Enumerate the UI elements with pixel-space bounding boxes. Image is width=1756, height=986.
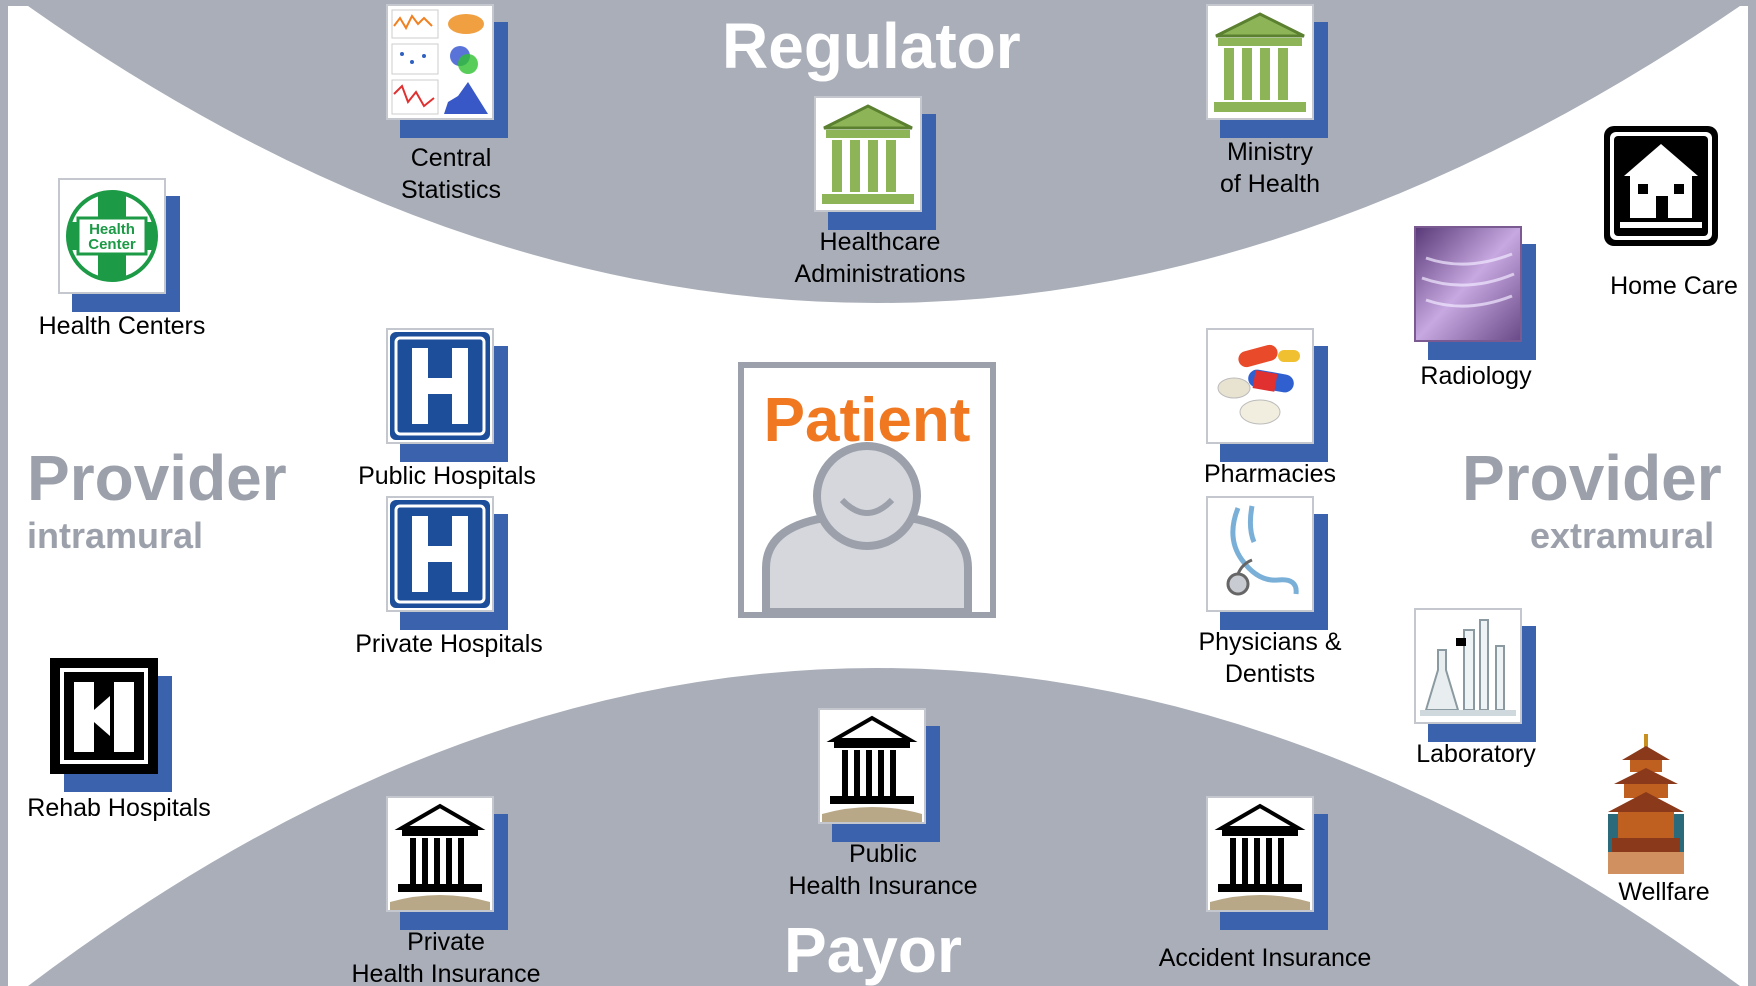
- radiology-label: Radiology: [1420, 362, 1532, 390]
- public-hospitals-label: Public Hospitals: [358, 462, 536, 490]
- charts-icon: [391, 9, 488, 115]
- private-hospitals-tile: [386, 496, 508, 630]
- hospital-sign-icon: [390, 332, 490, 440]
- health-centers-label: Health Centers: [38, 312, 206, 340]
- health-center-badge-icon: Health Center: [66, 190, 158, 282]
- private-hospitals-label: Private Hospitals: [355, 630, 543, 658]
- provider-extramural-subtitle: extramural: [1530, 515, 1715, 556]
- public-hospitals-tile: [386, 328, 508, 462]
- provider-intramural-title: Provider: [27, 442, 287, 514]
- badge-text-line2: Center: [88, 236, 136, 253]
- provider-intramural-subtitle: intramural: [27, 515, 204, 556]
- physicians-dentists-tile: [1206, 496, 1328, 630]
- green-building-icon: [1214, 12, 1306, 112]
- rehab-hospitals-label: Rehab Hospitals: [27, 794, 211, 822]
- health-centers-tile: Health Center: [58, 178, 180, 312]
- pills-icon: [1217, 344, 1300, 425]
- bank-building-icon: [390, 803, 490, 910]
- lab-glassware-icon: [1420, 619, 1516, 716]
- provider-extramural-title: Provider: [1462, 442, 1722, 514]
- radiology-tile: [1414, 226, 1536, 360]
- laboratory-tile: [1414, 608, 1536, 742]
- stethoscope-icon: [1226, 505, 1299, 596]
- home-care-icon: [1602, 124, 1720, 248]
- laboratory-label: Laboratory: [1416, 740, 1536, 768]
- bank-building-icon: [822, 715, 922, 822]
- payor-title: Payor: [784, 914, 962, 986]
- badge-text-line1: Health: [89, 221, 135, 238]
- private-health-insurance-tile: [386, 796, 508, 930]
- accident-insurance-label: Accident Insurance: [1158, 944, 1372, 972]
- ministry-of-health-tile: [1206, 4, 1328, 138]
- regulator-title: Regulator: [722, 10, 1021, 82]
- public-health-insurance-tile: [818, 708, 940, 842]
- green-building-icon: [822, 104, 914, 204]
- bank-building-icon: [1210, 803, 1310, 910]
- person-icon: [762, 442, 972, 612]
- rehab-sign-icon: [52, 660, 156, 772]
- pharmacies-tile: [1206, 328, 1328, 462]
- physicians-dentists-label: Physicians &Dentists: [1198, 628, 1342, 688]
- pharmacies-label: Pharmacies: [1204, 460, 1336, 488]
- wellfare-icon: [1608, 734, 1684, 874]
- accident-insurance-tile: [1206, 796, 1328, 930]
- healthcare-administrations-tile: [814, 96, 936, 230]
- rehab-hospitals-tile: [50, 658, 172, 792]
- wellfare-label: Wellfare: [1618, 878, 1710, 906]
- patient-node: Patient: [738, 362, 996, 618]
- xray-icon: [1416, 228, 1520, 340]
- home-care-label: Home Care: [1610, 272, 1738, 300]
- hospital-sign-icon: [390, 500, 490, 608]
- central-statistics-tile: [386, 4, 508, 138]
